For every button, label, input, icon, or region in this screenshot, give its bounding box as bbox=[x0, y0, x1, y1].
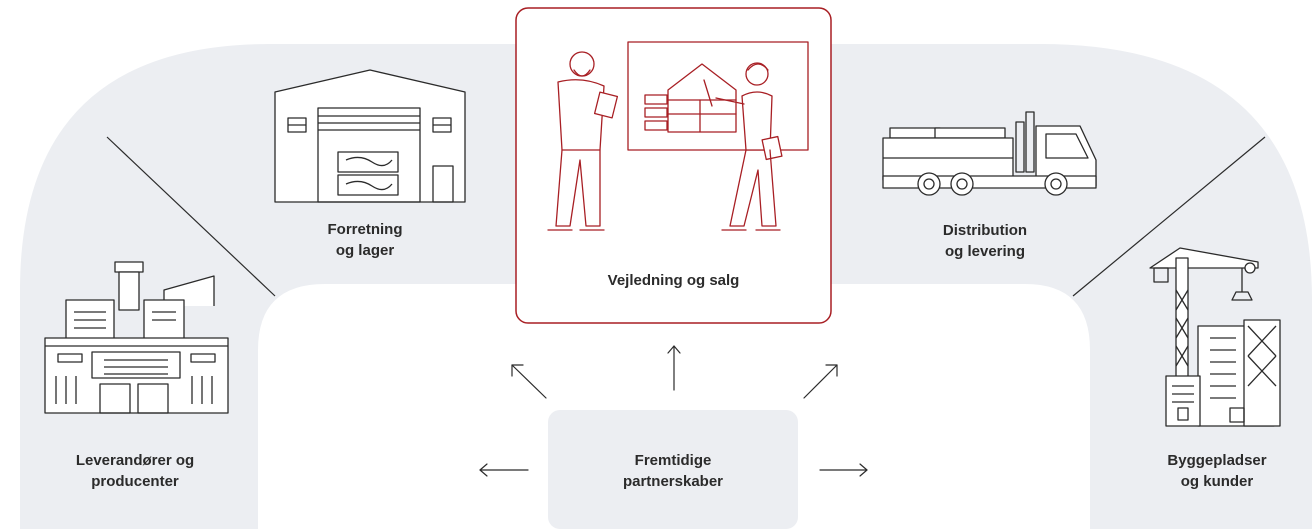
stage-label-warehouse: Forretning og lager bbox=[327, 221, 403, 259]
arrow-up-left bbox=[511, 364, 547, 399]
arrows bbox=[479, 345, 868, 477]
warehouse-icon bbox=[274, 69, 466, 203]
hub-box[interactable] bbox=[548, 410, 798, 529]
stage-label-distribution: Distribution og levering bbox=[942, 222, 1028, 260]
stage-label-suppliers: Leverandører og producenter bbox=[75, 452, 195, 490]
stage-label-construction: Byggepladser og kunder bbox=[1167, 452, 1267, 490]
consultation-icon bbox=[547, 41, 809, 231]
arrow-left bbox=[479, 463, 529, 477]
arrow-up bbox=[667, 345, 681, 391]
stage-label-sales: Vejledning og salg bbox=[607, 272, 740, 289]
divider-line-right bbox=[1072, 136, 1266, 297]
factory-icon bbox=[44, 261, 229, 414]
arrow-up-right bbox=[803, 364, 838, 399]
hub-label: Fremtidige partnerskaber bbox=[622, 452, 724, 490]
construction-site-icon bbox=[1149, 247, 1281, 427]
arrow-right bbox=[819, 463, 868, 477]
divider-line-left bbox=[106, 136, 276, 297]
truck-icon bbox=[882, 111, 1097, 196]
